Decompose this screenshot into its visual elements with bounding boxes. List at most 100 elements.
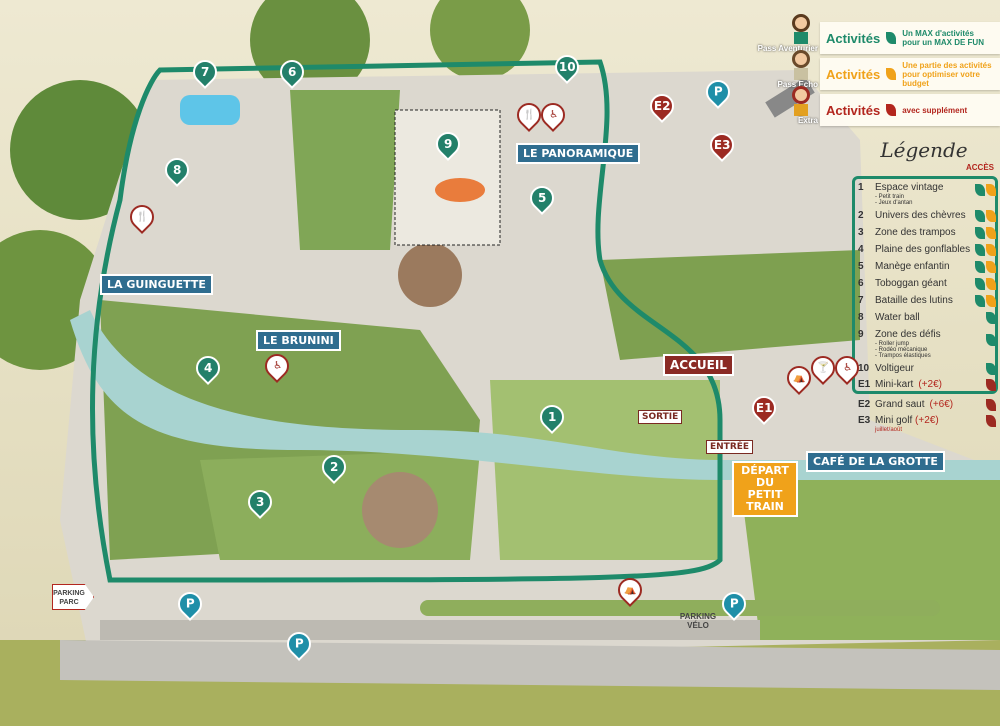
mascot-badge: Pass Aventurier — [757, 44, 818, 53]
legend-access-leaves — [975, 184, 996, 196]
red-leaf-icon — [986, 415, 996, 427]
marker-number: E2 — [653, 99, 671, 114]
ribbon-title: Activités — [826, 66, 881, 82]
parking-lot — [100, 620, 760, 640]
green-leaf-icon — [975, 244, 985, 256]
green-leaf-icon — [986, 334, 996, 346]
parking-icon: P — [729, 597, 739, 612]
ribbon-pass-echo: Activités Une partie des activités pour … — [820, 58, 1000, 90]
trampoline — [435, 178, 485, 202]
ribbon-extra: Activités avec supplément — [820, 94, 1000, 126]
parking-median — [420, 600, 940, 616]
marker-number: E3 — [713, 138, 731, 153]
mascot-aventurier: Pass Aventurier — [758, 14, 818, 54]
ribbon-pass-aventurier: Activités Un MAX d'activités pour un MAX… — [820, 22, 1000, 54]
orange-leaf-icon — [986, 244, 996, 256]
parking-icon: P — [713, 85, 723, 100]
mascot-extra: Extra — [772, 86, 818, 126]
legend-box — [852, 176, 998, 394]
green-leaf-icon — [975, 184, 985, 196]
legend-access-leaves — [986, 399, 996, 411]
legend-access-label: ACCÈS — [965, 163, 994, 172]
legend-access-leaves — [975, 210, 996, 222]
marker-number: 8 — [172, 163, 182, 178]
legend-access-leaves — [986, 379, 996, 391]
green-leaf-icon — [886, 32, 897, 44]
mascot-badge: Pass Echo — [777, 80, 818, 89]
legend-title: Légende — [880, 138, 968, 162]
green-leaf-icon — [986, 312, 996, 324]
orange-leaf-icon — [986, 184, 996, 196]
parking-icon: P — [294, 637, 304, 652]
mascot-echo: Pass Echo — [772, 50, 818, 90]
orange-leaf-icon — [986, 210, 996, 222]
green-leaf-icon — [986, 363, 996, 375]
marker-number: 2 — [329, 460, 339, 475]
label-le-panoramique[interactable]: LE PANORAMIQUE — [516, 143, 641, 164]
legend-access-leaves — [975, 244, 996, 256]
marker-number: 10 — [558, 60, 576, 75]
ribbon-desc: avec supplément — [902, 105, 968, 115]
label-cafe-de-la-grotte[interactable]: CAFÉ DE LA GROTTE — [806, 451, 945, 472]
orange-leaf-icon — [986, 295, 996, 307]
parking-parc-arrow: PARKING PARC — [52, 584, 94, 610]
label-le-brunini[interactable]: LE BRUNINI — [256, 330, 341, 351]
mascot-badge: Extra — [797, 116, 818, 125]
ribbon-title: Activités — [826, 102, 881, 118]
label-sortie: SORTIE — [638, 410, 683, 424]
orange-leaf-icon — [986, 227, 996, 239]
marker-number: 5 — [537, 191, 547, 206]
parking-icon: P — [185, 597, 195, 612]
ribbon-desc: Un MAX d'activités pour un MAX DE FUN — [902, 29, 984, 47]
label-parking-velo: PARKING VÉLO — [679, 612, 717, 630]
goat-enclosure — [362, 472, 438, 548]
lawn — [290, 90, 400, 250]
label-la-guinguette[interactable]: LA GUINGUETTE — [100, 274, 213, 295]
red-leaf-icon — [986, 379, 996, 391]
marker-number: 4 — [203, 361, 213, 376]
panoramic-ring — [398, 243, 462, 307]
tree — [430, 0, 530, 80]
river — [70, 310, 1000, 480]
legend-access-leaves — [975, 261, 996, 273]
legend-access-leaves — [975, 227, 996, 239]
marker-number: E1 — [755, 401, 773, 416]
marker-number: 3 — [255, 495, 265, 510]
label-depart-petit-train[interactable]: DÉPART DU PETIT TRAIN — [732, 461, 798, 517]
legend-access-leaves — [975, 278, 996, 290]
green-leaf-icon — [975, 261, 985, 273]
marker-number: 1 — [547, 410, 557, 425]
train-loop — [90, 59, 723, 583]
marker-number: 6 — [287, 65, 297, 80]
green-leaf-icon — [975, 210, 985, 222]
legend-access-leaves — [986, 312, 996, 324]
lawn — [740, 470, 1000, 640]
legend-access-leaves — [986, 334, 996, 346]
ribbon-desc: Une partie des activités pour optimiser … — [902, 60, 992, 88]
red-leaf-icon — [886, 104, 897, 116]
tree — [10, 80, 150, 220]
water-ball-pool — [180, 95, 240, 125]
red-leaf-icon — [986, 399, 996, 411]
green-leaf-icon — [975, 278, 985, 290]
marker-number: 9 — [443, 137, 453, 152]
orange-leaf-icon — [986, 261, 996, 273]
label-entree: ENTRÉE — [706, 440, 754, 454]
orange-leaf-icon — [986, 278, 996, 290]
label-accueil[interactable]: ACCUEIL — [663, 354, 734, 376]
green-leaf-icon — [975, 295, 985, 307]
green-leaf-icon — [975, 227, 985, 239]
